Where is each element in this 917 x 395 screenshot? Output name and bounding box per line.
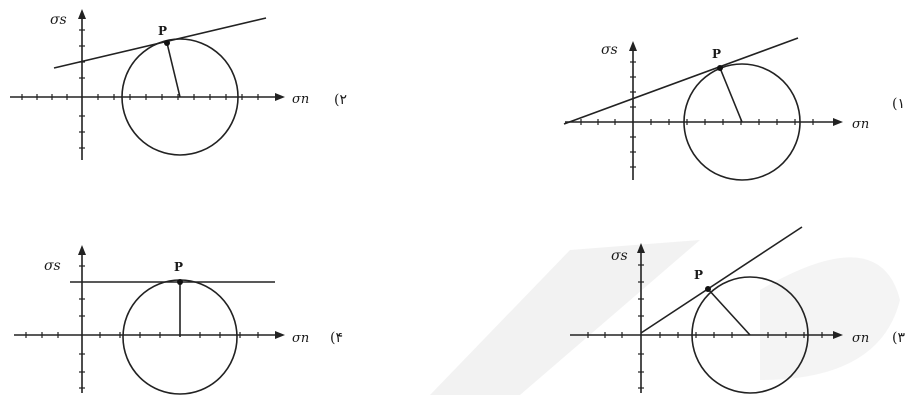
sigma-s-arrow-icon	[637, 243, 645, 253]
mohr-circle	[683, 63, 801, 181]
option-1-diagram: P σs σn (۱	[563, 37, 905, 181]
point-label: P	[694, 268, 703, 282]
option-label: (۲	[334, 92, 347, 108]
sigma-s-label: σs	[611, 248, 628, 264]
sigma-s-label: σs	[44, 258, 61, 274]
sigma-n-label: σn	[292, 331, 309, 346]
sigma-n-label: σn	[852, 331, 869, 346]
radius-line	[719, 67, 743, 123]
point-label: P	[158, 24, 167, 38]
sigma-n-label: σn	[292, 92, 309, 107]
sigma-s-arrow-icon	[629, 41, 637, 51]
tangent-point	[177, 279, 183, 285]
tangent-point	[705, 286, 711, 292]
point-label: P	[174, 260, 183, 274]
radius-line	[166, 42, 181, 98]
sigma-n-arrow-icon	[275, 93, 285, 101]
option-4-diagram: P σs σn (۴	[14, 245, 343, 395]
sigma-s-arrow-icon	[78, 9, 86, 19]
mohr-circle	[691, 276, 809, 394]
sigma-n-label: σn	[852, 117, 869, 132]
point-label: P	[712, 47, 721, 61]
option-3-diagram: P σs σn (۳	[570, 226, 905, 394]
option-2-diagram: P σs σn (۲	[10, 9, 347, 160]
sigma-s-label: σs	[50, 12, 67, 28]
axis-ticks	[25, 265, 259, 389]
option-label: (۱	[892, 96, 905, 112]
tangent-point	[164, 40, 170, 46]
failure-envelope-line	[53, 17, 267, 69]
sigma-n-arrow-icon	[833, 331, 843, 339]
failure-envelope-line	[563, 37, 799, 125]
sigma-n-arrow-icon	[833, 118, 843, 126]
radius-line	[707, 288, 751, 336]
sigma-s-arrow-icon	[78, 245, 86, 255]
axis-ticks	[587, 264, 823, 389]
tangent-point	[717, 65, 723, 71]
option-label: (۳	[892, 330, 905, 346]
failure-envelope-line	[640, 226, 803, 334]
sigma-s-label: σs	[601, 42, 618, 58]
option-label: (۴	[330, 330, 343, 346]
sigma-n-arrow-icon	[275, 331, 285, 339]
axis-ticks	[580, 61, 814, 168]
watermark	[430, 240, 900, 395]
